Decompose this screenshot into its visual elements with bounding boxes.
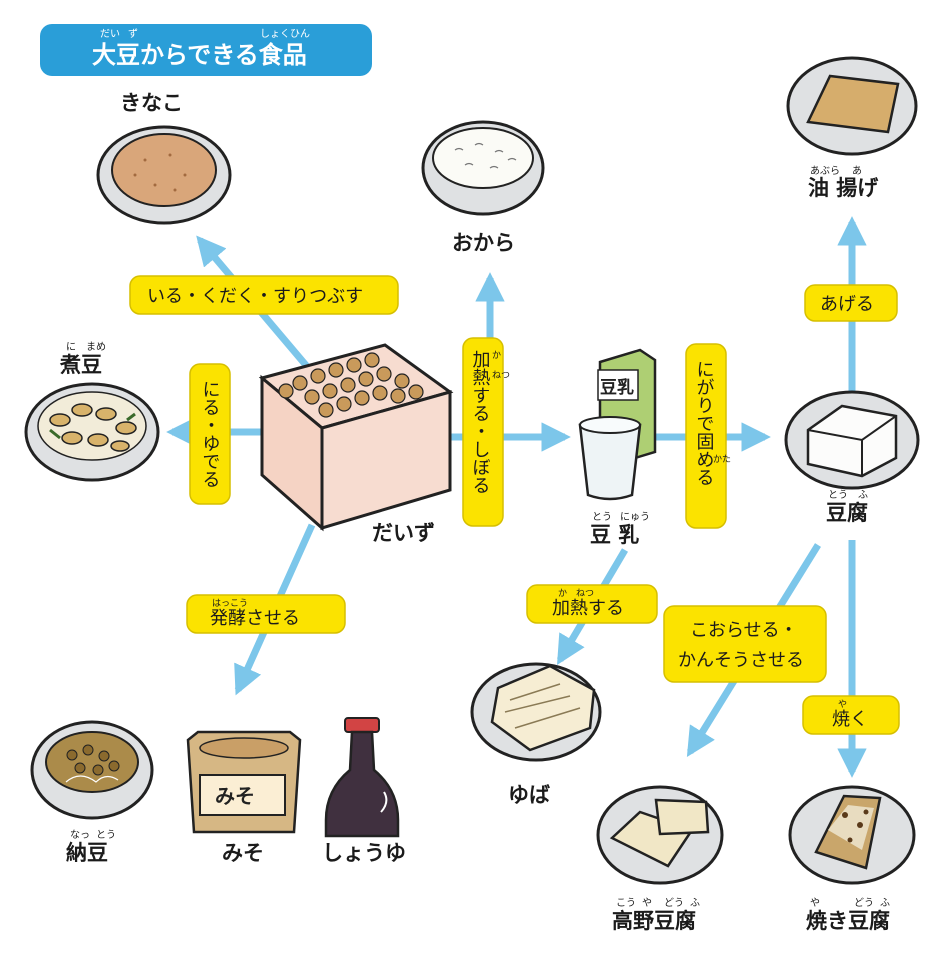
- yuba-label: ゆば: [508, 783, 550, 807]
- aburaage-ruby-abura: あぶら: [810, 165, 840, 177]
- process-koraseru-line1: こおらせる・: [690, 620, 798, 641]
- title-ruby-dai: だい: [100, 28, 120, 40]
- koyadofu-ruby-kou: こう: [616, 897, 636, 909]
- yakidofu-illustration: [788, 785, 916, 885]
- nimame-illustration: [24, 382, 160, 482]
- process-niru: にる・ゆでる: [189, 363, 231, 505]
- kinako-illustration: [96, 125, 232, 225]
- aburaage-label: 油 揚げ: [808, 176, 879, 200]
- yakidofu-ruby-ya: や: [810, 897, 820, 909]
- tounyuu-ruby-tou: とう: [592, 511, 612, 523]
- process-kanetsu-ruby-netsu: ねつ: [576, 588, 594, 599]
- process-nigari-text: にがりで固める: [694, 360, 715, 486]
- koyadofu-label: 高野豆腐: [612, 909, 696, 933]
- kinako-label: きなこ: [120, 91, 183, 115]
- process-nigari-ruby-kata: かた: [713, 454, 731, 465]
- process-kanetsu-shiboru: か ねつ 加熱する・しぼる: [462, 337, 510, 527]
- okara-illustration: [421, 120, 545, 216]
- aburaage-illustration: [786, 56, 918, 156]
- yakidofu-label: 焼き豆腐: [806, 909, 890, 933]
- natto-illustration: [30, 720, 154, 820]
- shoyu-illustration: [324, 717, 400, 838]
- tofu-ruby-tou: とう: [828, 489, 848, 501]
- title-banner: だい ず しょくひん 大豆からできる食品: [40, 24, 372, 76]
- miso-box-label: みそ: [215, 784, 255, 808]
- process-ageru: あげる: [804, 284, 898, 322]
- process-kanetsu-ruby-ka: か: [558, 588, 567, 599]
- process-kanetsu-shiboru-ruby-ka: か: [492, 350, 501, 361]
- yakidofu-ruby-fu: ふ: [880, 897, 890, 909]
- daizu-label: だいず: [372, 521, 435, 545]
- koyadofu-ruby-dou: どう: [664, 897, 684, 909]
- tounyuu-ruby-nyuu: にゅう: [620, 511, 650, 523]
- miso-label: みそ: [222, 841, 264, 865]
- tounyuu-illustration: 豆乳: [578, 348, 657, 501]
- natto-ruby-tou: とう: [96, 829, 116, 841]
- okara-label: おから: [452, 231, 515, 255]
- nimame-label: 煮豆: [59, 353, 102, 377]
- process-hakkou: はっこう 発酵させる: [186, 594, 346, 634]
- natto-ruby-nat: なっ: [70, 829, 90, 841]
- tofu-ruby-fu: ふ: [858, 489, 868, 501]
- koyadofu-illustration: [596, 785, 724, 885]
- process-hakkou-ruby: はっこう: [212, 598, 248, 609]
- shoyu-label: しょうゆ: [322, 841, 406, 865]
- aburaage-ruby-a: あ: [852, 165, 862, 177]
- nimame-ruby-ni: に: [66, 341, 76, 353]
- tofu-illustration: [784, 390, 920, 490]
- process-kanetsu-shiboru-text: 加熱する・しぼる: [470, 350, 491, 494]
- nimame-ruby-mame: まめ: [86, 341, 106, 353]
- process-kanetsu-text: 加熱する: [552, 598, 624, 619]
- koyadofu-ruby-ya: や: [642, 897, 652, 909]
- process-iru: いる・くだく・すりつぶす: [129, 275, 399, 315]
- natto-label: 納豆: [66, 841, 108, 865]
- process-kanetsu-shiboru-ruby-netsu: ねつ: [492, 370, 510, 381]
- tounyuu-label: 豆 乳: [590, 523, 639, 547]
- process-yaku: や 焼く: [802, 695, 900, 735]
- yakidofu-ruby-dou: どう: [854, 897, 874, 909]
- process-yaku-ruby: や: [838, 699, 847, 710]
- title-ruby-shokuhin: しょくひん: [260, 28, 310, 40]
- title-background: [40, 24, 372, 76]
- process-niru-text: にる・ゆでる: [200, 380, 221, 488]
- process-kanetsu: か ねつ 加熱する: [526, 584, 658, 624]
- process-yaku-text: 焼く: [832, 709, 868, 730]
- process-koraseru-line2: かんそうさせる: [678, 650, 804, 671]
- process-nigari: かた にがりで固める: [685, 343, 731, 529]
- page-title: 大豆からできる食品: [92, 41, 307, 69]
- process-ageru-text: あげる: [820, 294, 874, 315]
- tofu-label: 豆腐: [826, 501, 868, 525]
- miso-illustration: みそ: [186, 730, 302, 834]
- process-iru-text: いる・くだく・すりつぶす: [147, 286, 363, 307]
- carton-label: 豆乳: [600, 377, 634, 398]
- title-ruby-zu: ず: [128, 28, 138, 40]
- process-koraseru: こおらせる・ かんそうさせる: [663, 605, 827, 683]
- process-hakkou-text: 発酵させる: [210, 608, 300, 629]
- yuba-illustration: [470, 662, 602, 762]
- daizu-box-illustration: [258, 343, 454, 532]
- koyadofu-ruby-fu: ふ: [690, 897, 700, 909]
